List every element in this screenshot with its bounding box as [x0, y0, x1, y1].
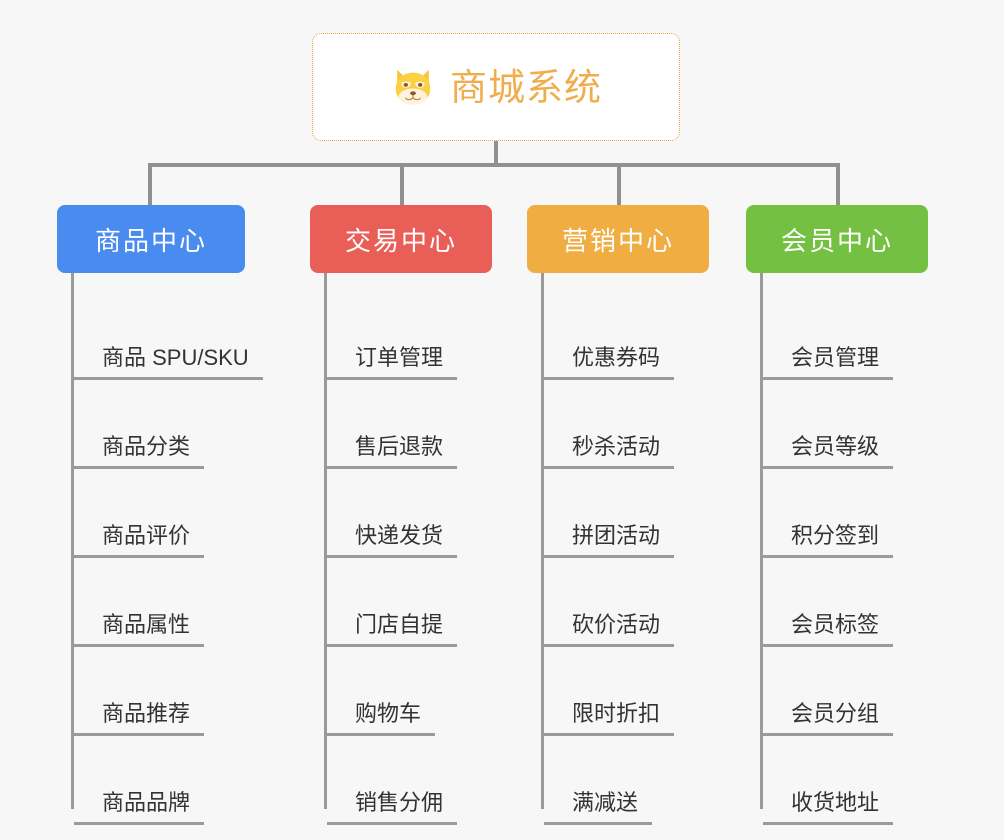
- leaf-item[interactable]: 会员标签: [746, 558, 928, 647]
- leaf-item[interactable]: 商品评价: [57, 469, 245, 558]
- branch-trunk: [324, 273, 327, 809]
- leaf-label: 收货地址: [763, 790, 894, 825]
- leaf-item[interactable]: 快递发货: [310, 469, 492, 558]
- leaf-item[interactable]: 销售分佣: [310, 736, 492, 825]
- branch-items-2: 订单管理 售后退款 快递发货 门店自提 购物车 销售分佣: [310, 273, 492, 825]
- leaf-label: 销售分佣: [327, 790, 458, 825]
- branch-header-3[interactable]: 营销中心: [527, 205, 709, 273]
- branch-header-label: 交易中心: [344, 225, 457, 256]
- branch-column-1: 商品中心 商品 SPU/SKU 商品分类 商品评价 商品属性 商品推荐 商品品牌: [57, 205, 263, 825]
- branch-header-1[interactable]: 商品中心: [57, 205, 245, 273]
- branch-column-4: 会员中心 会员管理 会员等级 积分签到 会员标签 会员分组 收货地址: [746, 205, 928, 825]
- leaf-label: 门店自提: [327, 612, 458, 647]
- branch-header-4[interactable]: 会员中心: [746, 205, 928, 273]
- leaf-label: 秒杀活动: [544, 434, 675, 469]
- leaf-label: 商品评价: [74, 523, 205, 558]
- leaf-label: 会员管理: [763, 345, 894, 380]
- leaf-item[interactable]: 会员分组: [746, 647, 928, 736]
- leaf-item[interactable]: 购物车: [310, 647, 492, 736]
- leaf-label: 商品品牌: [74, 790, 205, 825]
- branch-items-3: 优惠券码 秒杀活动 拼团活动 砍价活动 限时折扣 满减送: [527, 273, 709, 825]
- leaf-item[interactable]: 商品推荐: [57, 647, 245, 736]
- connector-drop-2: [400, 163, 404, 205]
- connector-drop-3: [617, 163, 621, 205]
- leaf-item[interactable]: 商品属性: [57, 558, 245, 647]
- root-title: 商城系统: [450, 66, 602, 108]
- leaf-label: 积分签到: [763, 523, 894, 558]
- leaf-label: 售后退款: [327, 434, 458, 469]
- leaf-item[interactable]: 商品分类: [57, 380, 245, 469]
- root-node[interactable]: 商城系统: [312, 33, 680, 141]
- connector-stem: [494, 141, 498, 166]
- leaf-item[interactable]: 订单管理: [310, 291, 492, 380]
- leaf-label: 快递发货: [327, 523, 458, 558]
- branch-column-3: 营销中心 优惠券码 秒杀活动 拼团活动 砍价活动 限时折扣 满减送: [527, 205, 709, 825]
- leaf-item[interactable]: 限时折扣: [527, 647, 709, 736]
- leaf-item[interactable]: 满减送: [527, 736, 709, 825]
- leaf-item[interactable]: 秒杀活动: [527, 380, 709, 469]
- leaf-label: 购物车: [327, 701, 436, 736]
- shiba-dog-icon: [395, 69, 431, 105]
- leaf-item[interactable]: 会员管理: [746, 291, 928, 380]
- leaf-item[interactable]: 商品品牌: [57, 736, 245, 825]
- branch-trunk: [760, 273, 763, 809]
- branch-trunk: [541, 273, 544, 809]
- leaf-label: 商品推荐: [74, 701, 205, 736]
- connector-bus: [150, 163, 840, 167]
- leaf-item[interactable]: 砍价活动: [527, 558, 709, 647]
- leaf-item[interactable]: 收货地址: [746, 736, 928, 825]
- branch-header-2[interactable]: 交易中心: [310, 205, 492, 273]
- leaf-label: 商品属性: [74, 612, 205, 647]
- leaf-label: 商品分类: [74, 434, 205, 469]
- leaf-item[interactable]: 会员等级: [746, 380, 928, 469]
- leaf-item[interactable]: 商品 SPU/SKU: [57, 291, 263, 380]
- leaf-item[interactable]: 门店自提: [310, 558, 492, 647]
- leaf-label: 限时折扣: [544, 701, 675, 736]
- branch-header-label: 营销中心: [561, 225, 674, 256]
- branch-items-1: 商品 SPU/SKU 商品分类 商品评价 商品属性 商品推荐 商品品牌: [57, 273, 263, 825]
- connector-drop-4: [836, 163, 840, 205]
- branch-items-4: 会员管理 会员等级 积分签到 会员标签 会员分组 收货地址: [746, 273, 928, 825]
- branch-column-2: 交易中心 订单管理 售后退款 快递发货 门店自提 购物车 销售分佣: [310, 205, 492, 825]
- leaf-item[interactable]: 拼团活动: [527, 469, 709, 558]
- branch-header-label: 商品中心: [94, 225, 207, 256]
- leaf-label: 会员分组: [763, 701, 894, 736]
- leaf-item[interactable]: 优惠券码: [527, 291, 709, 380]
- leaf-label: 商品 SPU/SKU: [74, 345, 263, 380]
- branch-header-label: 会员中心: [780, 225, 893, 256]
- leaf-item[interactable]: 积分签到: [746, 469, 928, 558]
- leaf-label: 会员标签: [763, 612, 894, 647]
- leaf-item[interactable]: 售后退款: [310, 380, 492, 469]
- branch-trunk: [71, 273, 74, 809]
- leaf-label: 拼团活动: [544, 523, 675, 558]
- leaf-label: 满减送: [544, 790, 653, 825]
- leaf-label: 订单管理: [327, 345, 458, 380]
- leaf-label: 优惠券码: [544, 345, 675, 380]
- leaf-label: 会员等级: [763, 434, 894, 469]
- connector-drop-1: [148, 163, 152, 205]
- leaf-label: 砍价活动: [544, 612, 675, 647]
